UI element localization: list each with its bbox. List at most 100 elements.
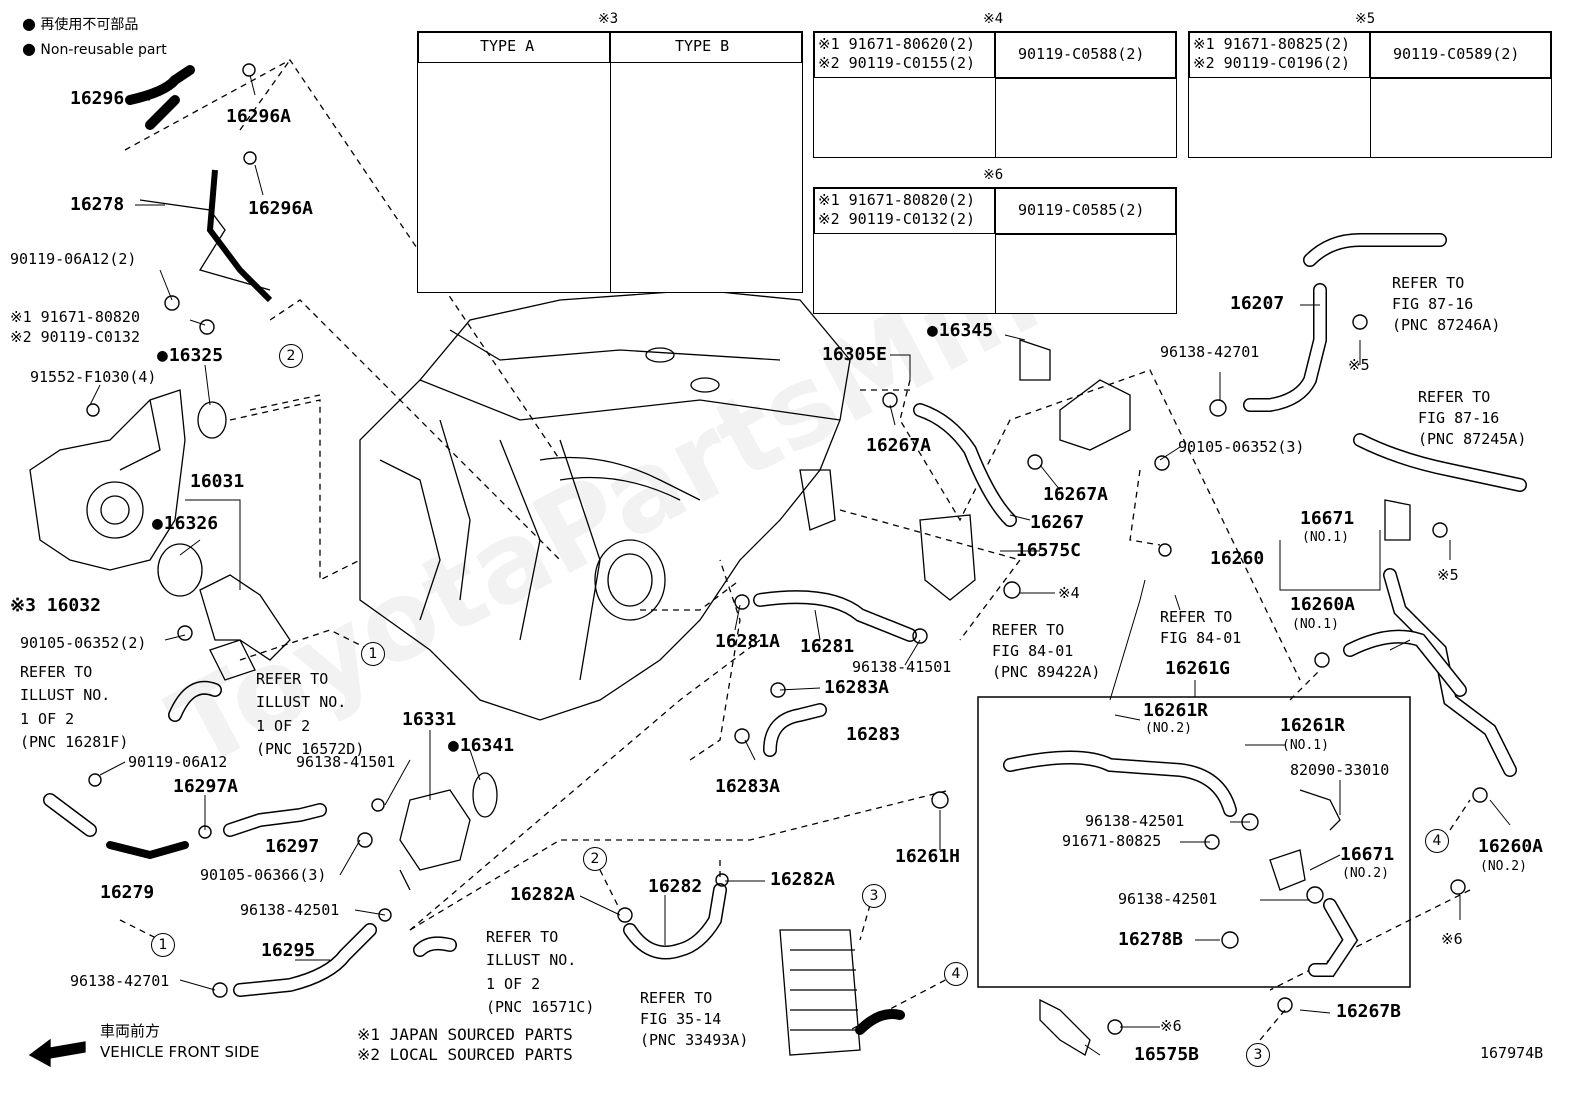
part-16261h[interactable]: 16261H — [895, 846, 961, 867]
part-90119-06a12[interactable]: 90119-06A12 — [128, 753, 228, 771]
part-16260a-1[interactable]: 16260A — [1290, 594, 1356, 615]
ref-line: REFER TO — [20, 663, 93, 681]
part-16295[interactable]: 16295 — [261, 940, 316, 961]
refer-to-16571c[interactable]: REFER TO ILLUST NO. 1 OF 2 (PNC 16571C) — [486, 926, 594, 1019]
part-96138-42701-a[interactable]: 96138-42701 — [70, 972, 170, 990]
part-16297a[interactable]: 16297A — [173, 776, 239, 797]
refer-to-fig-84-01[interactable]: REFER TO FIG 84-01 — [1160, 607, 1241, 649]
ref-line: REFER TO — [256, 670, 329, 688]
connector-1-b: 1 — [151, 933, 175, 957]
part-96138-41501-b[interactable]: 96138-41501 — [852, 658, 952, 676]
part-16575c[interactable]: 16575C — [1016, 540, 1082, 561]
refer-to-87245a[interactable]: REFER TO FIG 87-16 (PNC 87245A) — [1418, 387, 1526, 450]
legend-non-reusable-en: ● Non-reusable part — [22, 39, 167, 58]
part-91671-80820[interactable]: ※1 91671-80820 — [10, 308, 140, 326]
part-16279[interactable]: 16279 — [100, 882, 155, 903]
part-90119-06a12-2[interactable]: 90119-06A12(2) — [10, 250, 137, 268]
part-96138-42501-b[interactable]: 96138-42501 — [1085, 812, 1185, 830]
mark-6-b: ※6 — [1160, 1017, 1182, 1035]
part-90105-06352-2[interactable]: 90105-06352(2) — [20, 634, 147, 652]
ref-line: ILLUST NO. — [20, 686, 111, 705]
part-16575b[interactable]: 16575B — [1134, 1044, 1200, 1065]
part-96138-42501-c[interactable]: 96138-42501 — [1118, 890, 1218, 908]
part-91552-f1030[interactable]: 91552-F1030(4) — [30, 368, 157, 386]
part-16260a-2[interactable]: 16260A — [1478, 836, 1544, 857]
part-16031[interactable]: 16031 — [190, 471, 245, 492]
part-16261g[interactable]: 16261G — [1165, 658, 1231, 679]
part-16260[interactable]: 16260 — [1210, 548, 1265, 569]
connector-1-a: 1 — [361, 642, 385, 666]
ref-line: (PNC 16572D) — [256, 739, 365, 758]
ref-line: REFER TO — [1418, 388, 1491, 406]
part-91671-80825[interactable]: 91671-80825 — [1062, 832, 1162, 850]
part-16267a-1[interactable]: 16267A — [866, 435, 932, 456]
refer-to-87246a[interactable]: REFER TO FIG 87-16 (PNC 87246A) — [1392, 273, 1500, 336]
bolt-6-line1: ※1 91671-80820(2) — [818, 191, 976, 209]
refer-to-16281f[interactable]: REFER TO ILLUST NO. 1 OF 2 (PNC 16281F) — [20, 661, 128, 754]
legend-en-text: Non-reusable part — [40, 42, 167, 58]
part-82090-33010[interactable]: 82090-33010 — [1290, 761, 1390, 779]
part-16282a-2[interactable]: 16282A — [770, 869, 836, 890]
part-16331[interactable]: 16331 — [402, 709, 457, 730]
part-16326[interactable]: 16326 — [152, 515, 218, 533]
refer-to-89422a[interactable]: REFER TO FIG 84-01 (PNC 89422A) — [992, 620, 1100, 683]
legend-non-reusable-jp: ● 再使用不可部品 — [22, 16, 139, 33]
ref-line: ILLUST NO. — [256, 693, 347, 712]
part-16267b[interactable]: 16267B — [1336, 1001, 1402, 1022]
bolt-6-line2: ※2 90119-C0132(2) — [818, 210, 976, 228]
part-96138-42701-b[interactable]: 96138-42701 — [1160, 343, 1260, 361]
part-90105-06352-3[interactable]: 90105-06352(3) — [1178, 438, 1305, 456]
part-16305e[interactable]: 16305E — [822, 344, 888, 365]
part-16261r-2-no: (NO.2) — [1145, 721, 1192, 736]
ref-line: FIG 84-01 — [1160, 629, 1242, 647]
part-16283a-2[interactable]: 16283A — [715, 776, 781, 797]
bullet-icon: ● — [22, 39, 36, 58]
part-90105-06366[interactable]: 90105-06366(3) — [200, 866, 327, 884]
bolt-5-right: 90119-C0589(2) — [1393, 45, 1520, 63]
part-16297[interactable]: 16297 — [265, 836, 320, 857]
part-16267[interactable]: 16267 — [1030, 512, 1085, 533]
part-90119-c0132[interactable]: ※2 90119-C0132 — [10, 328, 140, 346]
part-16282a-1[interactable]: 16282A — [510, 884, 576, 905]
part-16283a-1[interactable]: 16283A — [824, 677, 890, 698]
part-16671-1-no: (NO.1) — [1302, 530, 1349, 545]
part-16032[interactable]: ※3 16032 — [10, 595, 101, 616]
part-16261r-1[interactable]: 16261R — [1280, 715, 1346, 736]
refer-to-16572d[interactable]: REFER TO ILLUST NO. 1 OF 2 (PNC 16572D) — [256, 668, 364, 761]
part-16267a-2[interactable]: 16267A — [1043, 484, 1109, 505]
legend-jp-text: 再使用不可部品 — [40, 17, 139, 33]
part-16207[interactable]: 16207 — [1230, 293, 1285, 314]
bolt-4-line2: ※2 90119-C0155(2) — [818, 54, 976, 72]
part-16278[interactable]: 16278 — [70, 194, 125, 215]
part-16261r-2[interactable]: 16261R — [1143, 700, 1209, 721]
ref-line: FIG 87-16 — [1418, 409, 1500, 427]
part-16281a[interactable]: 16281A — [715, 631, 781, 652]
ref-line: (PNC 33493A) — [640, 1031, 749, 1049]
part-16283[interactable]: 16283 — [846, 724, 901, 745]
part-96138-41501-a[interactable]: 96138-41501 — [296, 753, 396, 771]
part-16345[interactable]: 16345 — [927, 322, 993, 340]
part-16278b[interactable]: 16278B — [1118, 929, 1184, 950]
bolt-5-line2: ※2 90119-C0196(2) — [1193, 54, 1351, 72]
part-16281[interactable]: 16281 — [800, 636, 855, 657]
part-16671-2[interactable]: 16671 — [1340, 844, 1395, 865]
refer-to-33493a[interactable]: REFER TO FIG 35-14 (PNC 33493A) — [640, 988, 748, 1051]
ref-line: ILLUST NO. — [486, 951, 577, 970]
part-16671-1[interactable]: 16671 — [1300, 508, 1355, 529]
part-16282[interactable]: 16282 — [648, 876, 703, 897]
bolt-5-line1: ※1 91671-80825(2) — [1193, 35, 1351, 53]
part-16296a-2[interactable]: 16296A — [248, 198, 314, 219]
ref-line: (PNC 16571C) — [486, 997, 595, 1016]
bolt-table-4-mark: ※4 — [983, 11, 1004, 27]
part-16296[interactable]: 16296 — [70, 88, 125, 109]
part-96138-42501-a[interactable]: 96138-42501 — [240, 901, 340, 919]
bolt-table-5-mark: ※5 — [1355, 11, 1376, 27]
footnote-local-sourced: ※2 LOCAL SOURCED PARTS — [357, 1045, 573, 1064]
type-table — [417, 31, 803, 293]
part-16296a-1[interactable]: 16296A — [226, 106, 292, 127]
type-table-mark: ※3 — [598, 11, 619, 27]
type-a-label: TYPE A — [480, 37, 535, 55]
part-16325[interactable]: 16325 — [157, 347, 223, 365]
part-16260a-1-no: (NO.1) — [1292, 617, 1339, 632]
part-16341[interactable]: 16341 — [448, 737, 514, 755]
